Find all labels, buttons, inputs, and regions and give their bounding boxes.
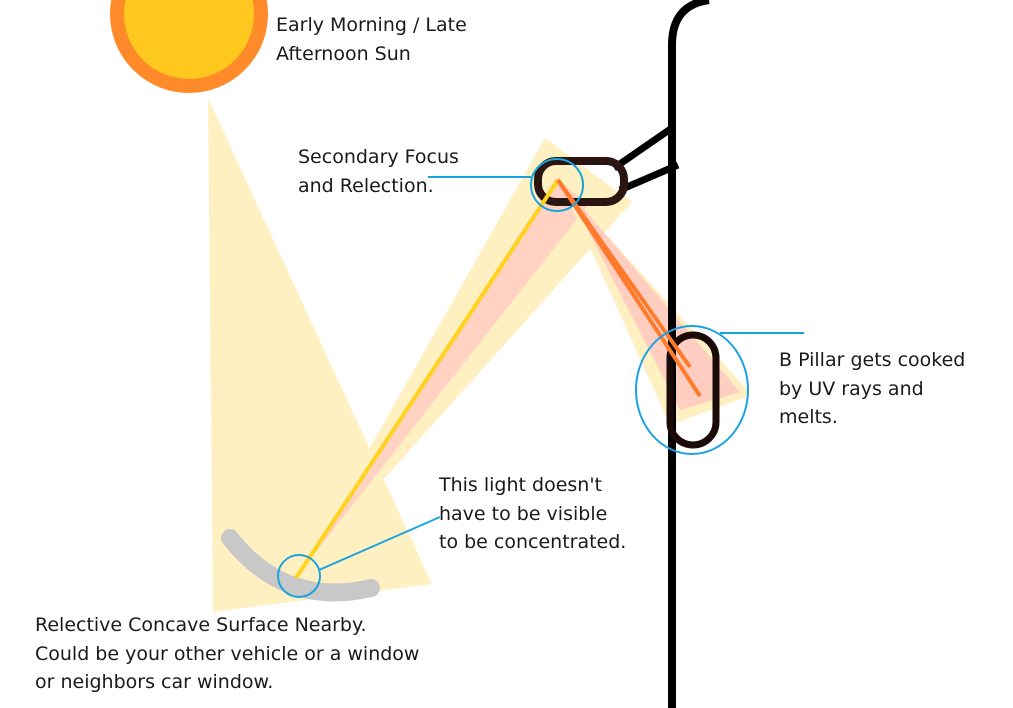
label-sun-line1: Early Morning / Late bbox=[276, 14, 467, 36]
label-concave-surface-line3: or neighbors car window. bbox=[35, 671, 274, 693]
concentrated-ray-orange-2 bbox=[556, 178, 702, 398]
label-light-line2: have to be visible bbox=[439, 502, 608, 525]
callout-circle-b-pillar bbox=[635, 325, 749, 455]
mirror-arm-lower bbox=[618, 161, 680, 194]
label-b-pillar-line3: melts. bbox=[779, 406, 838, 428]
label-concave-surface: Relective Concave Surface Nearby. Could … bbox=[35, 611, 419, 697]
side-mirror bbox=[534, 157, 628, 206]
label-b-pillar-line2: by UV rays and bbox=[779, 377, 924, 400]
label-sun: Early Morning / Late Afternoon Sun bbox=[276, 11, 467, 68]
label-concave-surface-line1: Relective Concave Surface Nearby. bbox=[35, 614, 367, 636]
label-secondary-focus: Secondary Focus and Relection. bbox=[298, 143, 459, 200]
reflected-beam-inner bbox=[300, 178, 588, 572]
label-sun-line2: Afternoon Sun bbox=[276, 42, 411, 65]
car-body-outline bbox=[668, 0, 710, 708]
concentrated-ray-yellow bbox=[294, 178, 560, 580]
callout-circle-concave-surface bbox=[277, 554, 321, 598]
b-pillar bbox=[666, 331, 720, 449]
label-light-line1: This light doesn't bbox=[439, 474, 603, 496]
concave-reflective-surface bbox=[221, 529, 380, 602]
label-light: This light doesn't have to be visible to… bbox=[439, 471, 626, 557]
label-b-pillar-line1: B Pillar gets cooked bbox=[779, 349, 966, 371]
label-b-pillar: B Pillar gets cooked by UV rays and melt… bbox=[779, 346, 965, 432]
mirror-arm-upper bbox=[612, 125, 674, 171]
label-light-line3: to be concentrated. bbox=[439, 531, 627, 553]
label-secondary-focus-line1: Secondary Focus bbox=[298, 146, 459, 168]
label-concave-surface-line2: Could be your other vehicle or a window bbox=[35, 642, 420, 665]
callout-circle-secondary-focus bbox=[530, 158, 584, 212]
sun-icon bbox=[110, 0, 268, 93]
callout-line-light bbox=[318, 516, 441, 571]
pillar-beam-inner bbox=[566, 188, 740, 410]
label-secondary-focus-line2: and Relection. bbox=[298, 174, 434, 197]
